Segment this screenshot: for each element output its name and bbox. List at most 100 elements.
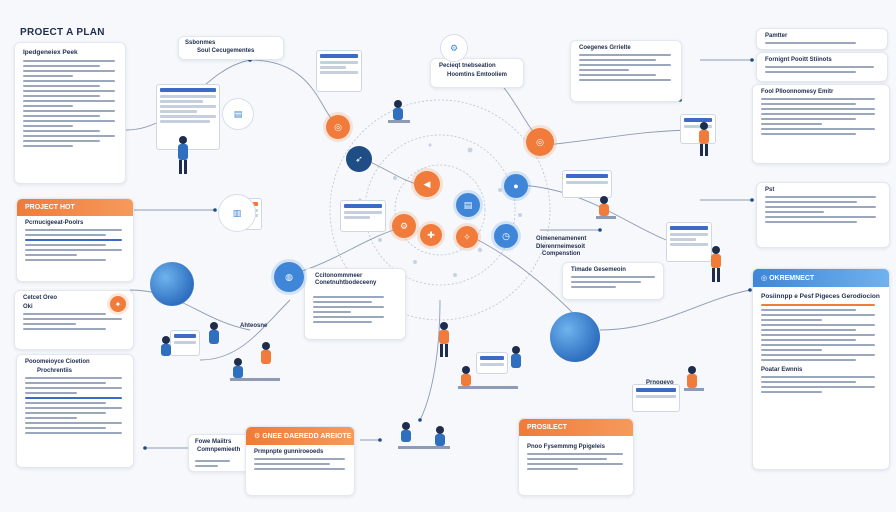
label-line1: Pecieqt tnebseation [439,63,496,69]
card-subheading: Oki [23,304,33,310]
gear-icon: ⚙ [392,214,416,238]
card-top-center-left: Ssbonmes Soul Cecugementes [178,36,284,60]
card-right-center-2: Timade Gesemeoin [562,262,664,300]
label-right-center: Oimenenamenent Dlerenrneimesoit Compenst… [536,236,586,259]
label-small-b: Prnogeyo [646,380,674,386]
lightbulb-icon: ✧ [456,226,478,248]
card-top-center-ribbon: Pecieqt tnebseation Hoomtins Emtooliem [430,58,524,88]
person-bottom-meeting [398,422,450,449]
card-bar: ◎ OKREMNECT [753,269,889,287]
screen-bottom-right [632,384,680,412]
card-heading: Timade Gesemeoin [571,267,626,273]
card-subheading: Prochrentiis [37,368,73,374]
label-line2: Hoomtins Emtooliem [447,72,508,78]
person-bottom-pair [458,346,521,389]
gear-icon: ⚙ [254,433,263,440]
card-bottom-right: PROSILECT Pnoo Fysemmmg Ppigeleis [518,418,634,496]
card-heading: Pcrnucigeeat-Poolrs [25,220,84,226]
card-heading: Ipedgeneiex Peek [23,49,78,56]
person-left-low-2 [230,342,280,381]
label-line1: Ccitonommmeer [315,273,363,279]
card-heading: Fornignt Pooitt Stiinots [765,57,832,63]
card-heading: Prmpnpte gunniroeoeds [254,449,324,455]
ring-inner [394,164,486,256]
lightbulb-icon: ✦ [110,296,126,312]
card-top-right-1: Pamtter [756,28,888,50]
globe-icon [150,262,194,306]
link-3 [129,289,251,331]
card-heading: Cetcet Oreo [23,295,58,301]
card-heading: Posiinnpp e Pesf Pigeces Gerodiocion [761,293,880,300]
label-line1: Oimenenamenent [536,236,587,242]
card-project-hot: PROJECT HOT Pcrnucigeeat-Poolrs [16,198,134,282]
screen-left-low [170,330,200,356]
chart-icon: ▤ [222,98,254,130]
card-bar-label: OKREMNECT [769,275,815,282]
label-line2: Comnpemieeth [197,447,241,453]
card-bar: PROSILECT [519,419,633,436]
label-line1: Ssbonmes [185,40,216,46]
target-icon: ◎ [761,275,770,282]
label-line2: Conetnuhtbodeceeny [315,280,377,286]
target-icon: ◎ [326,115,350,139]
person-right-standing [711,246,721,282]
chart-icon: ▥ [218,194,256,232]
screen-right-mid [562,170,612,198]
megaphone-icon: ◀ [414,171,440,197]
card-top-center-right: Coegenes Grrielte [570,40,682,102]
screen-left [156,84,220,150]
ring-mid [364,134,516,286]
person-left-standing [178,136,188,174]
card-heading: Fool Plloonnomesy Emitr [761,89,834,95]
person-bottom-right [684,366,704,391]
card-bottom-center-orange: ⚙ GNEE DAEREDD AREIOTE Prmpnpte gunniroe… [245,426,355,496]
card-right-big: ◎ OKREMNECT Posiinnpp e Pesf Pigeces Ger… [752,268,890,470]
label-line2: Soul Cecugementes [197,48,255,54]
card-subheading: Poatar Ewnnis [761,367,803,373]
person-center-standing [439,322,449,357]
screen-center [340,200,386,232]
page-title: PROECT A PLAN [20,27,105,38]
person-right-mid [596,196,616,219]
screen-top-right [680,114,716,144]
card-center-note: Ccitonommmeer Conetnuhtbodeceeny [304,268,406,340]
target-icon: ◎ [526,128,554,156]
chart-icon: ▤ [456,193,480,217]
card-top-right-2: Fornignt Pooitt Stiinots [756,52,888,82]
card-heading: Pooomeioyce Cioetion [25,359,90,365]
globe-icon: ◍ [274,262,304,292]
screen-top-center [316,50,362,92]
card-bottom-small: Fowe Maiitrs Comnpemieeth [188,434,252,472]
screen-bottom-center [476,352,508,374]
label-line2: Dlerenrneimesoit [536,243,586,250]
card-bar-label: GNEE DAEREDD AREIOTE [262,433,352,440]
card-bar: PROJECT HOT [17,199,133,216]
card-mid-right: Pst [756,182,890,248]
globe-icon [550,312,600,362]
screen-right [666,222,712,262]
card-top-right-3: Fool Plloonnomesy Emitr [752,84,890,164]
rocket-icon: ➶ [346,146,372,172]
card-heading: Coegenes Grrielte [579,45,631,51]
link-19 [199,299,291,361]
person-right-top [699,122,709,156]
puzzle-icon: ✚ [420,224,442,246]
card-heading: Pamtter [765,33,788,39]
link-13 [419,299,441,421]
card-top-left: Ipedgeneiex Peek [14,42,126,184]
label-small-a: Ahteosne [240,323,268,329]
card-left-bottom: Pooomeioyce Cioetion Prochrentiis [16,354,134,468]
user-icon: ● [504,174,528,198]
person-top-desk [388,100,410,123]
label-line3: Compenstion [542,251,581,257]
card-heading: Pst [765,187,775,193]
card-bar: ⚙ GNEE DAEREDD AREIOTE [246,427,354,445]
link-12 [599,289,751,331]
person-left-low-1 [161,322,219,356]
clock-icon: ◷ [494,224,518,248]
gear-icon: ⚙ [440,34,468,62]
card-heading: Pnoo Fysemmmg Ppigeleis [527,444,606,450]
label-line1: Fowe Maiitrs [195,439,232,445]
